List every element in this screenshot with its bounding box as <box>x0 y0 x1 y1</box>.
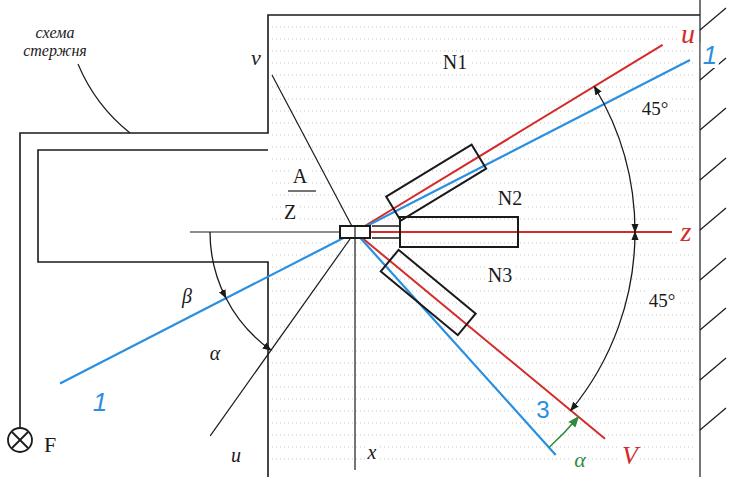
hatch-stroke <box>700 158 726 180</box>
force-symbol <box>8 428 32 452</box>
bar-outline <box>381 250 476 335</box>
angle-arc <box>571 232 635 411</box>
force-label: N1 <box>441 52 469 72</box>
grid-line <box>272 303 696 304</box>
leader-line <box>78 64 130 133</box>
grid-line <box>272 399 696 400</box>
grid-line <box>272 435 696 436</box>
grid-line <box>272 159 696 160</box>
u-principal-axis <box>355 45 663 232</box>
plate-border <box>20 15 700 428</box>
angle-arcs <box>210 87 635 448</box>
bar-outline <box>386 145 486 221</box>
rod-section-mark <box>354 226 355 238</box>
force-label: N3 <box>486 265 514 285</box>
force-circle <box>8 428 32 452</box>
wall-hatch <box>700 0 726 477</box>
force-cross <box>12 432 28 448</box>
angle-arc <box>594 87 635 233</box>
line-3 <box>355 232 556 455</box>
line-number: 1 <box>701 42 719 68</box>
angle-arc <box>549 417 578 448</box>
grid-line <box>272 387 696 388</box>
black-axes <box>190 75 355 470</box>
force-label: N2 <box>496 188 524 208</box>
force-cross <box>12 432 28 448</box>
grid-line <box>272 351 696 352</box>
grid-line <box>272 279 696 280</box>
x-axis <box>354 238 355 470</box>
grid-line <box>272 27 696 28</box>
hatch-stroke <box>700 358 726 380</box>
grid-line <box>272 207 696 208</box>
plate-outline <box>20 15 700 477</box>
z-principal-axis <box>370 231 672 233</box>
hatch-stroke <box>700 408 726 430</box>
grid-line <box>272 135 696 136</box>
line-number: 1 <box>91 389 109 415</box>
axis-label: V <box>620 443 640 469</box>
bars <box>340 145 518 336</box>
hatch-stroke <box>700 308 726 330</box>
red-axes <box>355 45 672 439</box>
bar-n1 <box>386 145 486 221</box>
angle-label: α <box>208 343 223 363</box>
grid-line <box>272 411 696 412</box>
axis-label: v <box>249 47 263 69</box>
axis-label: x <box>366 442 379 462</box>
axis-label: z <box>679 218 694 246</box>
z-axis <box>190 231 340 232</box>
u-axis <box>210 232 355 436</box>
angle-label: 45° <box>647 291 678 310</box>
angle-arc <box>210 232 226 298</box>
grid-line <box>272 75 696 76</box>
force-label: F <box>42 434 58 456</box>
grid-line <box>272 327 696 328</box>
grid-line <box>272 363 696 364</box>
scheme-note: схема стержня <box>7 24 103 61</box>
bar-n3 <box>381 250 476 335</box>
angle-label: β <box>180 286 194 306</box>
grid-line <box>272 255 696 256</box>
grid-line <box>272 147 696 148</box>
grid-line <box>272 315 696 316</box>
v-principal-axis <box>355 232 605 439</box>
rod-section <box>340 226 370 238</box>
wall-line <box>699 0 700 477</box>
grid-line <box>272 423 696 424</box>
grid-line <box>272 87 696 88</box>
grid-line <box>272 39 696 40</box>
angle-label: α <box>572 449 588 471</box>
grid-line <box>272 291 696 292</box>
hatch-stroke <box>700 8 726 30</box>
bar-n2 <box>400 217 518 247</box>
line-1 <box>60 60 690 384</box>
angle-arc <box>226 298 271 350</box>
v-axis <box>272 75 355 232</box>
axis-label: u <box>229 445 243 465</box>
angle-label: 45° <box>640 99 671 118</box>
grid-line <box>272 183 696 184</box>
grid-line <box>272 123 696 124</box>
rod-bracket <box>38 150 268 477</box>
bar-joint <box>372 226 400 238</box>
grid-line <box>272 51 696 52</box>
hatch-stroke <box>700 108 726 130</box>
axis-label: Z <box>282 202 298 222</box>
line-number: 3 <box>534 398 551 422</box>
grid-line <box>272 111 696 112</box>
grid-line <box>272 219 696 220</box>
hatch-stroke <box>700 208 726 230</box>
axis-label: u <box>679 20 697 48</box>
blue-lines <box>60 60 690 455</box>
hatch-stroke <box>700 258 726 280</box>
grid-line <box>272 99 696 100</box>
section-mark <box>288 190 316 191</box>
point-label: A <box>291 166 309 186</box>
